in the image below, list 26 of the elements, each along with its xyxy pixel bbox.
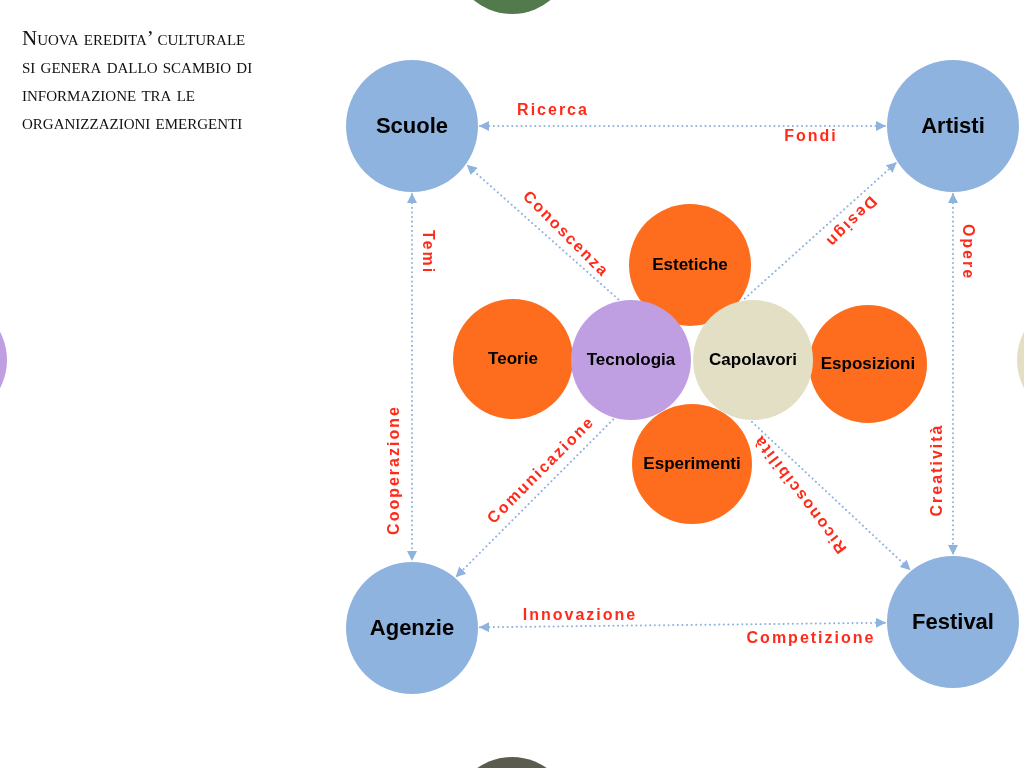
node-label: Esperimenti: [643, 454, 741, 474]
dotted-arrow: [479, 617, 886, 633]
flow-label: Cooperazione: [385, 405, 403, 535]
node-label: Festival: [912, 609, 994, 635]
edge-label: Temi: [419, 229, 437, 275]
dotted-arrow: [407, 193, 417, 561]
edge-label: Innovazione: [522, 606, 638, 624]
node-label: Capolavori: [709, 350, 797, 370]
flow-label: Creatività: [928, 423, 946, 517]
dotted-arrow: [466, 164, 620, 301]
node-label: Esposizioni: [820, 354, 916, 374]
node-label: Scuole: [375, 113, 449, 139]
dotted-arrow: [750, 421, 911, 571]
title-text: Nuova eredita’ culturale si genera dallo scambio di informazione tra le organizzazioni emergenti: [22, 25, 254, 136]
edge-label: Opere: [959, 223, 977, 281]
flow-label: Fondi: [784, 127, 838, 145]
flow-label: Competizione: [746, 629, 876, 647]
node-label: Estetiche: [652, 255, 728, 275]
node-label: Agenzie: [369, 615, 455, 641]
node-label: Artisti: [921, 113, 985, 139]
dotted-arrow: [479, 121, 886, 131]
edge-label: Ricerca: [517, 101, 589, 119]
dotted-arrow: [948, 193, 958, 555]
dotted-arrow: [455, 418, 615, 578]
node-label: Teorie: [488, 349, 538, 369]
node-label: Tecnologia: [586, 350, 676, 370]
